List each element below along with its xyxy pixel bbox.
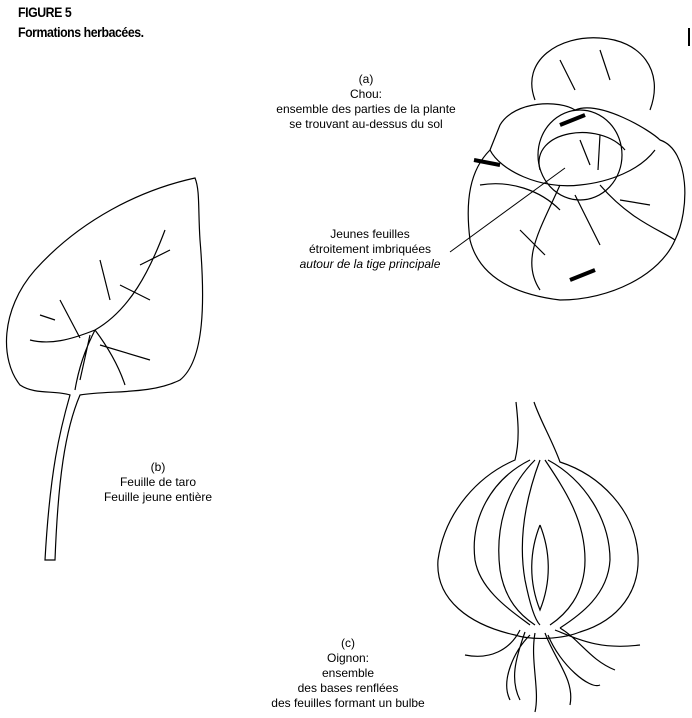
caption-b-line1: Feuille de taro — [119, 475, 197, 489]
caption-c-line1: ensemble — [321, 666, 375, 680]
caption-b-label: (b) — [150, 460, 166, 474]
taro-leaf-illustration — [5, 177, 204, 561]
caption-c-name: Oignon: — [326, 651, 370, 665]
onion-illustration — [437, 401, 641, 713]
caption-c: (c) Oignon: ensemble des bases renflées … — [271, 636, 424, 711]
callout-a: Jeunes feuilles étroitement imbriquées a… — [300, 227, 441, 272]
figure-number: FIGURE 5 — [18, 4, 72, 20]
caption-a-name: Chou: — [349, 87, 383, 101]
caption-a: (a) Chou: ensemble des parties de la pla… — [276, 72, 455, 132]
caption-b: (b) Feuille de taro Feuille jeune entièr… — [104, 460, 212, 505]
cabbage-illustration — [449, 37, 686, 301]
callout-a-line2: étroitement imbriquées — [308, 242, 432, 256]
caption-a-label: (a) — [358, 72, 374, 86]
caption-a-line2: se trouvant au-dessus du sol — [289, 117, 443, 131]
caption-c-label: (c) — [341, 636, 355, 650]
caption-c-line2: des bases renflées — [297, 681, 399, 695]
caption-c-line3: des feuilles formant un bulbe — [271, 696, 425, 710]
figure-title: Formations herbacées. — [18, 24, 144, 40]
callout-a-line3: autour de la tige principale — [299, 257, 441, 271]
caption-a-line1: ensemble des parties de la plante — [276, 102, 456, 116]
caption-b-line2: Feuille jeune entière — [103, 490, 213, 504]
callout-a-line1: Jeunes feuilles — [330, 227, 410, 241]
